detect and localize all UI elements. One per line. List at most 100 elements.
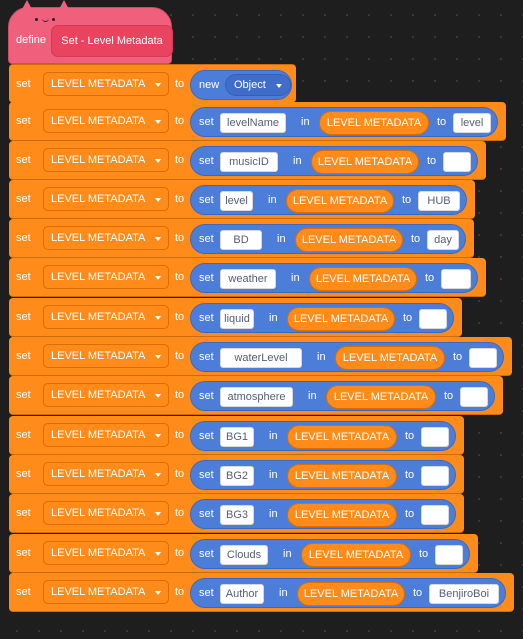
- property-value-input[interactable]: day: [427, 230, 459, 250]
- property-value-input[interactable]: [441, 269, 471, 289]
- set-property-reporter[interactable]: set level in LEVEL METADATA to HUB: [190, 185, 467, 215]
- define-block[interactable]: define Set - Level Metadata: [8, 0, 173, 64]
- set-variable-block[interactable]: set LEVEL METADATA to set level in LEVEL…: [9, 180, 475, 219]
- set-label: set: [16, 232, 31, 244]
- variable-reporter[interactable]: LEVEL METADATA: [311, 150, 419, 174]
- set-property-reporter[interactable]: set levelName in LEVEL METADATA to level: [190, 107, 498, 137]
- set-variable-block[interactable]: set LEVEL METADATA to set BG3 in LEVEL M…: [9, 494, 464, 533]
- set-variable-block[interactable]: set LEVEL METADATA to set musicID in LEV…: [9, 141, 486, 180]
- custom-block-prototype[interactable]: Set - Level Metadata: [51, 25, 173, 57]
- variable-reporter[interactable]: LEVEL METADATA: [335, 346, 445, 370]
- property-key-input[interactable]: BG2: [220, 466, 254, 486]
- variable-reporter[interactable]: LEVEL METADATA: [295, 228, 403, 252]
- property-key: Author: [225, 588, 259, 600]
- set-property-reporter[interactable]: set BG1 in LEVEL METADATA to: [190, 421, 456, 451]
- variable-reporter[interactable]: LEVEL METADATA: [287, 307, 395, 331]
- property-key-input[interactable]: BG3: [220, 505, 254, 525]
- to-label: to: [405, 430, 415, 442]
- property-key-input[interactable]: BG1: [220, 427, 254, 447]
- variable-dropdown[interactable]: LEVEL METADATA: [43, 541, 169, 565]
- property-value-input[interactable]: [469, 348, 497, 368]
- property-key-input[interactable]: levelName: [220, 113, 286, 133]
- variable-reporter[interactable]: LEVEL METADATA: [287, 425, 397, 449]
- object-type-value: Object: [234, 79, 266, 91]
- set-variable-block[interactable]: set LEVEL METADATA to set weather in LEV…: [9, 258, 486, 297]
- set-property-reporter[interactable]: set weather in LEVEL METADATA to: [190, 263, 478, 293]
- set-property-reporter[interactable]: set atmosphere in LEVEL METADATA to: [190, 381, 495, 411]
- to-label: to: [175, 193, 185, 205]
- property-value-input[interactable]: [443, 152, 471, 172]
- variable-dropdown[interactable]: LEVEL METADATA: [43, 226, 169, 250]
- property-value-input[interactable]: [421, 427, 449, 447]
- variable-reporter-name: LEVEL METADATA: [315, 273, 411, 285]
- variable-dropdown[interactable]: LEVEL METADATA: [43, 187, 169, 211]
- property-key-input[interactable]: liquid: [220, 309, 254, 329]
- set-property-reporter[interactable]: set liquid in LEVEL METADATA to: [190, 303, 454, 333]
- set-variable-block[interactable]: set LEVEL METADATA to set Author in LEVE…: [9, 573, 514, 612]
- variable-dropdown[interactable]: LEVEL METADATA: [43, 109, 169, 133]
- set-property-reporter[interactable]: set Clouds in LEVEL METADATA to: [190, 539, 470, 569]
- property-value-input[interactable]: [435, 545, 463, 565]
- property-key-input[interactable]: waterLevel: [220, 348, 302, 368]
- new-object-reporter[interactable]: new Object: [190, 70, 292, 100]
- variable-reporter[interactable]: LEVEL METADATA: [326, 385, 436, 409]
- in-label: in: [283, 548, 292, 560]
- property-value-input[interactable]: level: [453, 113, 491, 133]
- variable-dropdown[interactable]: LEVEL METADATA: [43, 72, 169, 96]
- set-variable-block[interactable]: set LEVEL METADATA to set waterLevel in …: [9, 337, 512, 376]
- variable-reporter-name: LEVEL METADATA: [333, 391, 429, 403]
- variable-name: LEVEL METADATA: [51, 311, 146, 323]
- variable-reporter[interactable]: LEVEL METADATA: [287, 503, 397, 527]
- object-type-dropdown[interactable]: Object: [225, 74, 291, 96]
- property-key-input[interactable]: musicID: [220, 152, 278, 172]
- set-variable-block[interactable]: set LEVEL METADATA to set levelName in L…: [9, 102, 506, 141]
- variable-reporter[interactable]: LEVEL METADATA: [309, 267, 417, 291]
- property-key-input[interactable]: level: [220, 191, 253, 211]
- variable-dropdown[interactable]: LEVEL METADATA: [43, 580, 169, 604]
- variable-dropdown[interactable]: LEVEL METADATA: [43, 501, 169, 525]
- variable-dropdown[interactable]: LEVEL METADATA: [43, 383, 169, 407]
- set-label: set: [16, 193, 31, 205]
- variable-dropdown[interactable]: LEVEL METADATA: [43, 462, 169, 486]
- variable-reporter[interactable]: LEVEL METADATA: [297, 582, 405, 606]
- variable-dropdown[interactable]: LEVEL METADATA: [43, 148, 169, 172]
- set-property-reporter[interactable]: set BG3 in LEVEL METADATA to: [190, 499, 456, 529]
- set-variable-block[interactable]: set LEVEL METADATA to set liquid in LEVE…: [9, 298, 462, 337]
- property-value-input[interactable]: [421, 466, 449, 486]
- property-value-input[interactable]: [419, 309, 447, 329]
- set-variable-block[interactable]: set LEVEL METADATA to set BD in LEVEL ME…: [9, 219, 474, 258]
- property-key-input[interactable]: atmosphere: [220, 387, 293, 407]
- set-variable-block[interactable]: set LEVEL METADATA to set BG1 in LEVEL M…: [9, 416, 464, 455]
- set-variable-block[interactable]: set LEVEL METADATA to set BG2 in LEVEL M…: [9, 455, 464, 494]
- variable-reporter[interactable]: LEVEL METADATA: [287, 464, 397, 488]
- variable-dropdown[interactable]: LEVEL METADATA: [43, 423, 169, 447]
- set-label: set: [199, 272, 214, 284]
- property-key-input[interactable]: Author: [220, 584, 264, 604]
- property-value-input[interactable]: HUB: [418, 191, 460, 211]
- property-key-input[interactable]: weather: [220, 269, 276, 289]
- set-property-reporter[interactable]: set waterLevel in LEVEL METADATA to: [190, 342, 504, 372]
- property-key-input[interactable]: Clouds: [220, 545, 268, 565]
- variable-dropdown[interactable]: LEVEL METADATA: [43, 344, 169, 368]
- variable-reporter[interactable]: LEVEL METADATA: [319, 111, 429, 135]
- set-label: set: [199, 430, 214, 442]
- property-value-input[interactable]: [421, 505, 449, 525]
- property-key-input[interactable]: BD: [220, 230, 262, 250]
- variable-dropdown[interactable]: LEVEL METADATA: [43, 265, 169, 289]
- set-variable-block[interactable]: set LEVEL METADATA to new Object: [9, 64, 296, 103]
- property-value-input[interactable]: BenjiroBoi: [429, 584, 499, 604]
- set-variable-block[interactable]: set LEVEL METADATA to set atmosphere in …: [9, 376, 503, 415]
- set-property-reporter[interactable]: set BG2 in LEVEL METADATA to: [190, 460, 456, 490]
- set-property-reporter[interactable]: set musicID in LEVEL METADATA to: [190, 146, 478, 176]
- set-variable-block[interactable]: set LEVEL METADATA to set Clouds in LEVE…: [9, 534, 478, 573]
- variable-reporter[interactable]: LEVEL METADATA: [301, 543, 411, 567]
- property-value-input[interactable]: [460, 387, 488, 407]
- variable-dropdown[interactable]: LEVEL METADATA: [43, 305, 169, 329]
- set-property-reporter[interactable]: set BD in LEVEL METADATA to day: [190, 224, 466, 254]
- variable-name: LEVEL METADATA: [51, 547, 146, 559]
- property-key: atmosphere: [227, 391, 286, 403]
- variable-reporter[interactable]: LEVEL METADATA: [286, 189, 394, 213]
- set-property-reporter[interactable]: set Author in LEVEL METADATA to BenjiroB…: [190, 578, 506, 608]
- to-label: to: [405, 508, 415, 520]
